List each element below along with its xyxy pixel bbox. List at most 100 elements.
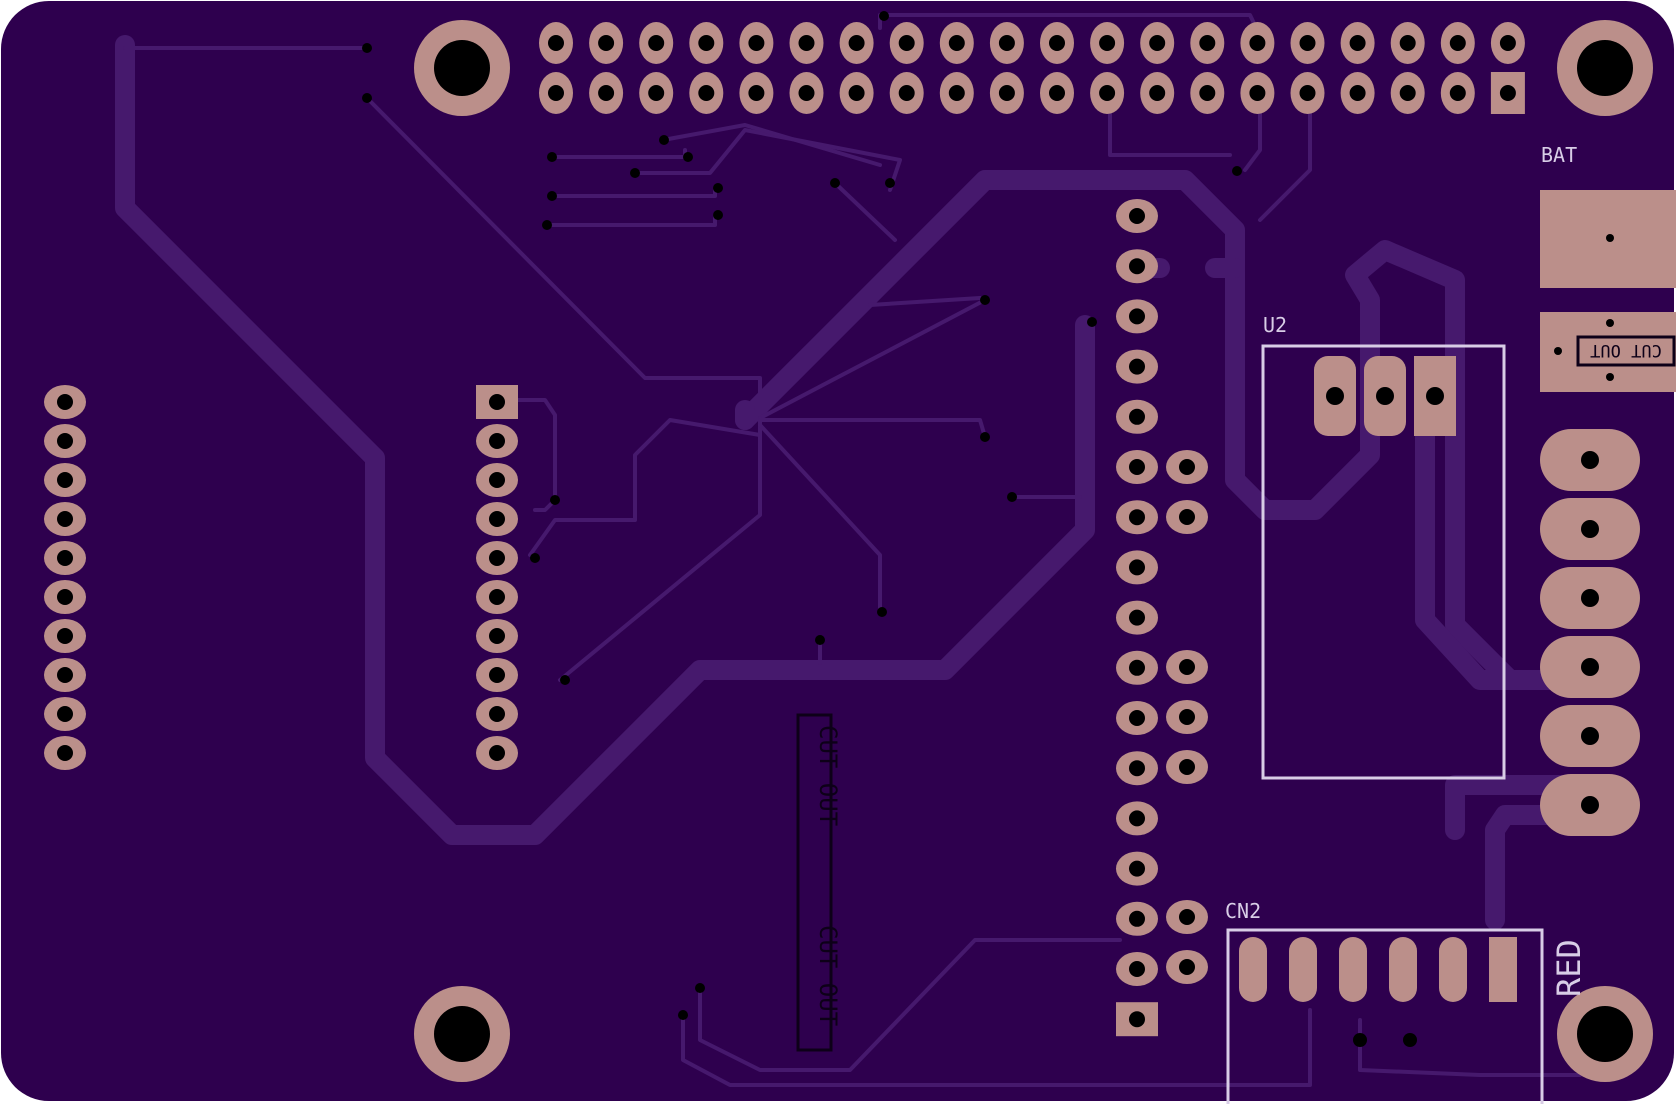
gpio-pin — [1140, 72, 1175, 114]
via — [542, 220, 552, 230]
gpio-pin — [1440, 22, 1475, 64]
gpio-pin — [889, 72, 924, 114]
module-pin — [1116, 751, 1158, 786]
via — [885, 178, 895, 188]
module-pin-right — [1166, 700, 1208, 734]
gpio-pin — [539, 22, 573, 64]
gpio-pin — [639, 22, 674, 64]
mid-header-pin — [476, 736, 518, 770]
via — [362, 93, 372, 103]
mid-header-pin — [476, 424, 518, 458]
gpio-pin — [1090, 22, 1125, 64]
mid-header-pin — [476, 697, 518, 731]
battery-pads: CUT OUT BAT — [1540, 143, 1676, 392]
gpio-pin — [1490, 72, 1525, 114]
left-header-pin — [44, 736, 86, 770]
module-pin — [1116, 1002, 1158, 1037]
mid-header-pin — [476, 580, 518, 614]
left-header-pin — [44, 697, 86, 731]
gpio-pin — [1090, 72, 1125, 114]
cut-out-label-bat: CUT OUT — [1590, 340, 1662, 360]
cn2-pin — [1289, 937, 1317, 1002]
via — [1232, 166, 1242, 176]
gpio-pin — [639, 72, 674, 114]
via — [877, 607, 887, 617]
via — [980, 295, 990, 305]
via — [1007, 492, 1017, 502]
u2-regulator: U2 — [1261, 313, 1506, 780]
mid-header-pin — [476, 385, 518, 419]
module-pin — [1116, 450, 1158, 484]
via — [362, 43, 372, 53]
gpio-pin — [789, 22, 824, 64]
gpio-pin — [689, 22, 724, 64]
left-header-pin — [44, 658, 86, 692]
cut-out-label-lower: CUT OUT — [814, 925, 842, 1026]
gpio-pin — [1340, 72, 1375, 114]
module-pin-right — [1166, 450, 1208, 484]
left-header-pin — [44, 580, 86, 614]
gpio-pin — [1240, 22, 1275, 64]
gpio-pin — [1340, 22, 1375, 64]
module-pin — [1116, 299, 1158, 334]
gpio-pin — [939, 22, 974, 64]
gpio-header-40pin — [539, 22, 1525, 114]
module-header-left — [1116, 199, 1158, 1037]
left-header-pin — [44, 541, 86, 575]
via — [659, 135, 669, 145]
middle-header — [476, 385, 518, 770]
via — [678, 1010, 688, 1020]
module-header-right — [1166, 450, 1208, 984]
terminal-pad — [1540, 567, 1640, 629]
u2-label: U2 — [1263, 313, 1287, 337]
gpio-pin — [1040, 22, 1074, 64]
left-header-pin — [44, 463, 86, 497]
vias — [362, 11, 1242, 1020]
gpio-pin — [1190, 72, 1225, 114]
terminal-pad — [1540, 774, 1640, 836]
module-pin — [1116, 701, 1158, 735]
via — [560, 675, 570, 685]
cn2-connector: CN2 RED — [1225, 899, 1588, 1104]
terminal-pad — [1540, 429, 1640, 491]
gpio-pin — [1140, 22, 1175, 64]
mid-header-pin — [476, 541, 518, 575]
gpio-pin — [1390, 22, 1425, 64]
mid-header-pin — [476, 658, 518, 692]
left-header-pin — [44, 619, 86, 653]
module-pin — [1116, 600, 1158, 635]
cn2-pin — [1389, 937, 1417, 1002]
terminal-pad — [1540, 498, 1640, 560]
module-pin-right — [1166, 900, 1208, 934]
terminal-pad — [1540, 705, 1640, 767]
gpio-pin — [1490, 22, 1525, 64]
via — [547, 152, 557, 162]
gpio-pin — [1040, 72, 1074, 114]
via — [547, 191, 557, 201]
left-header-pin — [44, 424, 86, 458]
cn2-pin — [1339, 937, 1367, 1002]
red-label: RED — [1550, 939, 1588, 997]
module-pin — [1116, 801, 1158, 836]
bat-label: BAT — [1541, 143, 1577, 167]
gpio-pin — [589, 22, 624, 64]
cn2-pin — [1439, 937, 1467, 1002]
gpio-pin — [939, 72, 974, 114]
module-pin — [1116, 399, 1158, 434]
gpio-pin — [989, 22, 1024, 64]
left-header-pin — [44, 502, 86, 536]
left-header — [44, 385, 86, 770]
via — [630, 168, 640, 178]
module-pin-right — [1166, 500, 1208, 534]
via — [980, 432, 990, 442]
cn2-pin — [1489, 937, 1517, 1002]
via — [879, 11, 889, 21]
cut-out-mark-center: CUT OUT CUT OUT — [796, 713, 842, 1052]
via — [530, 553, 540, 563]
gpio-pin — [989, 72, 1024, 114]
gpio-pin — [1190, 22, 1225, 64]
gpio-pin — [589, 72, 624, 114]
via — [683, 152, 693, 162]
cn2-label: CN2 — [1225, 899, 1261, 923]
gpio-pin — [1240, 72, 1275, 114]
